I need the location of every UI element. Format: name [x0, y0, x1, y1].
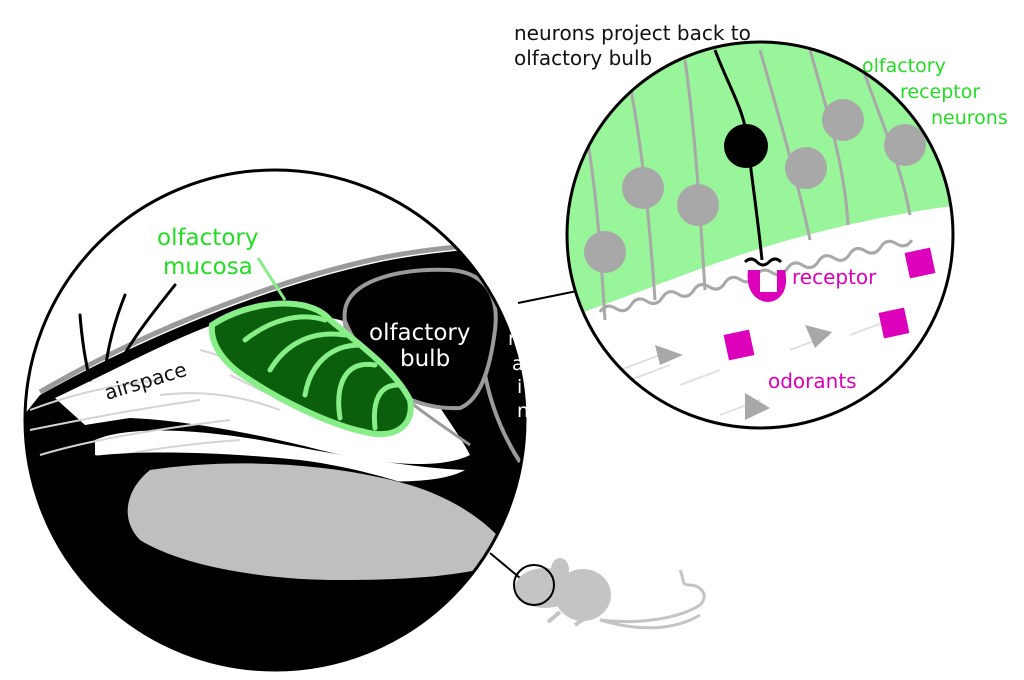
- orn-label-line1: olfactory: [862, 55, 946, 77]
- odorant-square: [878, 307, 910, 339]
- odorant-square: [723, 329, 755, 361]
- odorant-square: [904, 247, 936, 279]
- orn-label-line2: receptor: [900, 81, 980, 103]
- receptor-label: receptor: [792, 265, 877, 289]
- zoom-connector-lower: [489, 552, 521, 579]
- brain-label-letter-n: n: [517, 400, 529, 422]
- odorant-triangle: [805, 325, 832, 348]
- brain-label-letter-i: i: [517, 376, 522, 398]
- orn-label-line3: neurons: [931, 107, 1008, 129]
- olfactory-bulb-label-line2: bulb: [400, 346, 450, 372]
- brain-label-letter-b: b: [504, 303, 516, 325]
- mucosa-label-line1: olfactory: [157, 225, 258, 251]
- mouse-icon: [515, 558, 706, 630]
- epithelium-magnifier-outline: [565, 40, 955, 430]
- neurons-project-label-line2: olfactory bulb: [514, 46, 652, 70]
- odorants-label: odorants: [768, 369, 857, 393]
- brain-label-letter-r: r: [508, 328, 516, 350]
- olfactory-bulb-label-line1: olfactory: [369, 320, 470, 346]
- neurons-project-label-line1: neurons project back to: [514, 21, 751, 45]
- nasal-cavity-magnifier-outline: [23, 168, 527, 672]
- brain-label-letter-a: a: [512, 353, 524, 375]
- olfactory-epithelium-detail: [567, 42, 953, 428]
- magnify-origin-circle: [513, 564, 555, 606]
- nasal-cavity-cross-section: [25, 170, 525, 670]
- odorant-triangle: [745, 393, 770, 420]
- zoom-connector-upper: [517, 289, 583, 304]
- mucosa-label-line2: mucosa: [163, 254, 253, 280]
- odorant-triangle: [655, 345, 683, 365]
